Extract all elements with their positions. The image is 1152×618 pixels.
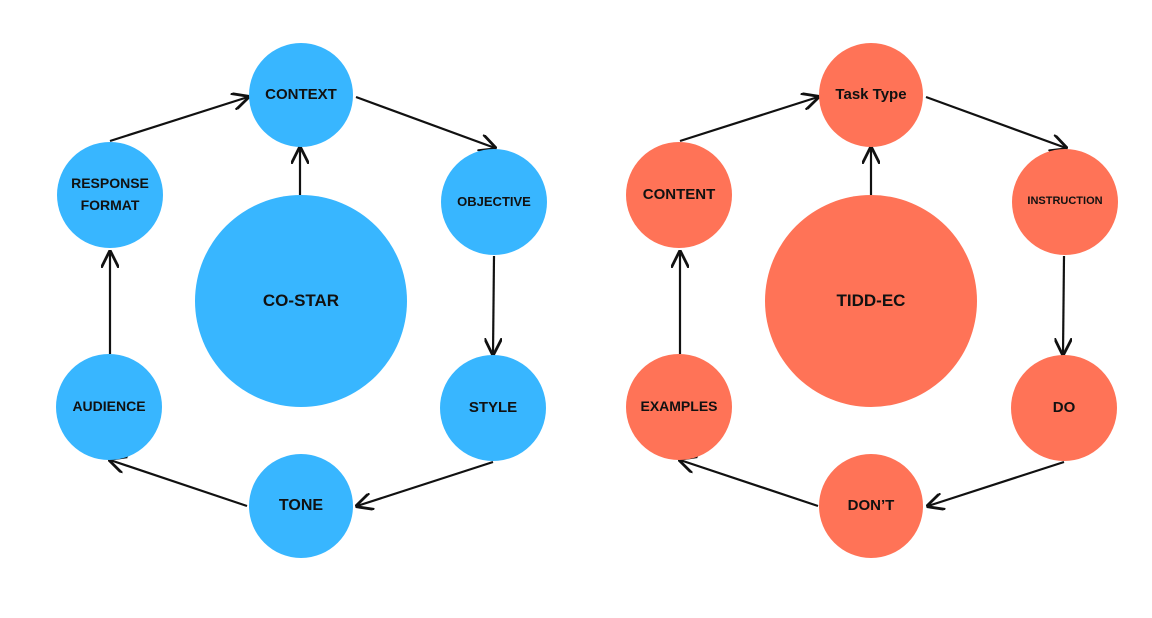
costar-node-context: CONTEXT: [249, 43, 353, 147]
tiddec-node-task-type: Task Type: [819, 43, 923, 147]
costar-node-audience: AUDIENCE: [56, 354, 162, 460]
tiddec-center-node: TIDD-EC: [765, 195, 977, 407]
costar-node-tone: TONE: [249, 454, 353, 558]
costar-arrow-3: [493, 255, 494, 354]
tiddec-arrow-5: [680, 460, 819, 508]
tiddec-arrow-7: [679, 97, 818, 143]
costar-arrow-4: [357, 460, 494, 506]
costar-node-style: STYLE: [440, 355, 546, 461]
costar-arrow-7: [109, 97, 248, 143]
tiddec-arrow-2: [925, 95, 1066, 148]
tiddec-arrow-3: [1063, 255, 1064, 354]
tiddec-node-dont: DON’T: [819, 454, 923, 558]
tiddec-node-examples: EXAMPLES: [626, 354, 732, 460]
costar-arrow-2: [355, 95, 495, 148]
costar-arrow-5: [110, 460, 248, 508]
tiddec-node-content: CONTENT: [626, 142, 732, 248]
costar-center-node: CO-STAR: [195, 195, 407, 407]
tiddec-node-do: DO: [1011, 355, 1117, 461]
tiddec-node-instruction: INSTRUCTION: [1012, 149, 1118, 255]
costar-node-objective: OBJECTIVE: [441, 149, 547, 255]
costar-node-response-format: RESPONSE FORMAT: [57, 142, 163, 248]
tiddec-arrow-4: [928, 460, 1065, 506]
